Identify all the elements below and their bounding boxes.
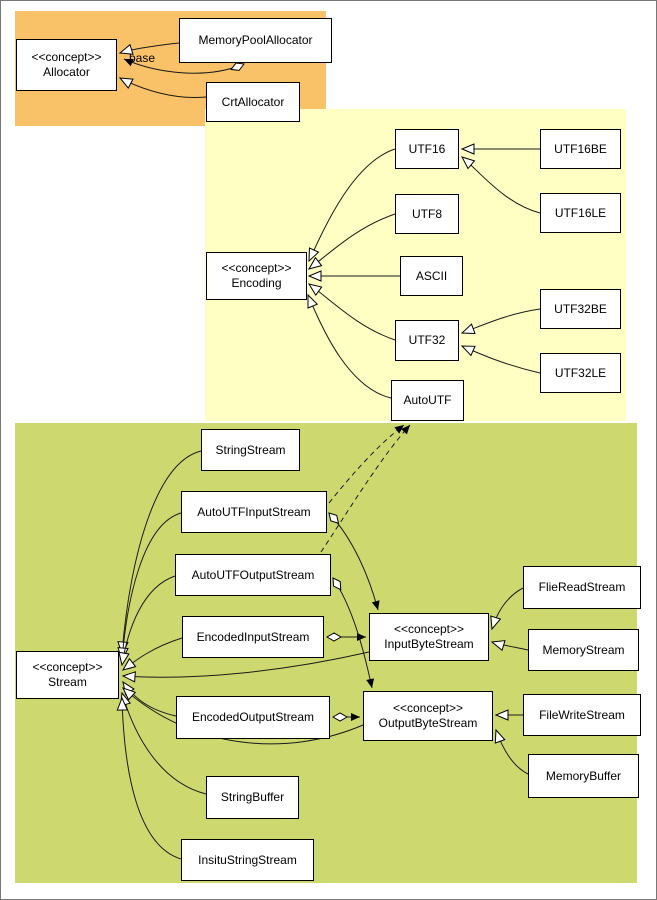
node-utf32: UTF32 [395,320,459,361]
node-utf16be: UTF16BE [540,129,621,169]
node-label: UTF16LE [554,205,607,220]
node-label: Encoding [231,276,282,290]
edge-utf32le-utf32 [460,345,541,374]
node-memory-pool-allocator: MemoryPoolAllocator [179,18,332,63]
edge-insitustringstream-stream [116,696,182,860]
node-string-stream: StringStream [201,429,300,471]
edge-utf32-encoding [307,283,396,341]
node-label: UTF32LE [554,365,607,380]
node-insitu-string-stream: InsituStringStream [181,839,314,881]
edge-stringstream-stream [117,450,202,656]
node-utf32be: UTF32BE [540,289,621,329]
node-encoded-input-stream: EncodedInputStream [182,616,324,658]
node-ascii: ASCII [400,256,463,296]
node-label: StringBuffer [220,790,285,804]
node-label: UTF32BE [554,301,607,316]
node-label: UTF16 [408,141,446,156]
node-stereotype: <<concept>> [393,622,465,636]
node-stream: <<concept>> Stream [16,651,119,699]
node-label: FileWriteStream [539,707,625,722]
node-label: InputByteStream [384,637,474,651]
node-memory-buffer: MemoryBuffer [528,754,639,798]
node-output-byte-stream: <<concept>> OutputByteStream [363,691,493,741]
edge-label-base: base [129,51,156,65]
edge-memorystream-inputbytestream [490,640,529,652]
edge-memorypoolallocator-allocator-base [123,58,245,74]
edge-utf16le-utf16 [461,156,541,214]
node-label: MemoryBuffer [545,768,622,783]
node-string-buffer: StringBuffer [206,776,299,819]
node-label: UTF32 [408,333,446,347]
node-autoutf-output-stream: AutoUTFOutputStream [175,554,331,596]
node-label: UTF8 [412,206,442,221]
node-label: CrtAllocator [221,94,285,109]
node-stereotype: <<concept>> [32,660,103,674]
node-label: MemoryPoolAllocator [198,33,313,47]
node-encoded-output-stream: EncodedOutputStream [176,696,330,739]
node-stereotype: <<concept>> [392,701,464,715]
edge-autoutfinputstream-inputbytestream [328,512,380,611]
node-memory-stream: MemoryStream [528,629,639,671]
edge-outputbytestream-stream [122,687,364,745]
node-label: FlieReadStream [538,580,626,594]
node-utf16: UTF16 [395,129,459,169]
node-autoutf: AutoUTF [391,380,464,421]
node-utf32le: UTF32LE [540,353,621,393]
edge-autoutfoutputstream-autoutf [320,424,411,553]
node-autoutf-input-stream: AutoUTFInputStream [181,491,327,533]
node-flie-read-stream: FlieReadStream [523,566,641,609]
node-label: MemoryStream [542,642,625,657]
edge-memorypoolallocator-allocator [118,42,180,55]
node-label: AutoUTF [403,393,452,407]
node-label: AutoUTFOutputStream [191,567,315,582]
node-file-write-stream: FileWriteStream [523,694,641,736]
edge-utf16-encoding [308,148,396,263]
edge-crtallocator-allocator [118,77,207,98]
node-crt-allocator: CrtAllocator [206,82,300,122]
edge-autoutfinputstream-stream [117,512,182,662]
edge-utf8-encoding [307,213,396,270]
node-allocator: <<concept>> Allocator [16,39,117,91]
edge-fliereadstream-inputbytestream [490,587,524,631]
node-label: Stream [48,675,87,689]
node-label: StringStream [215,442,286,457]
node-label: Allocator [43,65,90,79]
edge-utf32be-utf32 [460,308,541,335]
node-input-byte-stream: <<concept>> InputByteStream [369,613,489,661]
node-label: OutputByteStream [378,716,478,730]
node-label: UTF16BE [554,141,607,156]
edge-memorybuffer-outputbytestream [494,728,529,775]
edge-encodedinputstream-stream [121,637,183,671]
node-stereotype: <<concept>> [221,261,292,275]
node-label: AutoUTFInputStream [197,504,311,519]
edge-autoutfoutputstream-outputbytestream [332,577,375,689]
edge-autoutfoutputstream-stream [118,575,176,667]
node-stereotype: <<concept>> [31,50,102,64]
edge-encodedoutputstream-stream [122,680,177,717]
node-label: InsituStringStream [198,852,297,867]
node-utf8: UTF8 [395,194,459,234]
node-label: EncodedInputStream [196,629,310,644]
edge-autoutf-encoding [307,293,392,399]
node-label: EncodedOutputStream [191,710,315,724]
node-label: ASCII [415,268,448,283]
edge-autoutfinputstream-autoutf [328,424,405,504]
node-utf16le: UTF16LE [540,193,621,233]
node-encoding: <<concept>> Encoding [206,252,307,300]
